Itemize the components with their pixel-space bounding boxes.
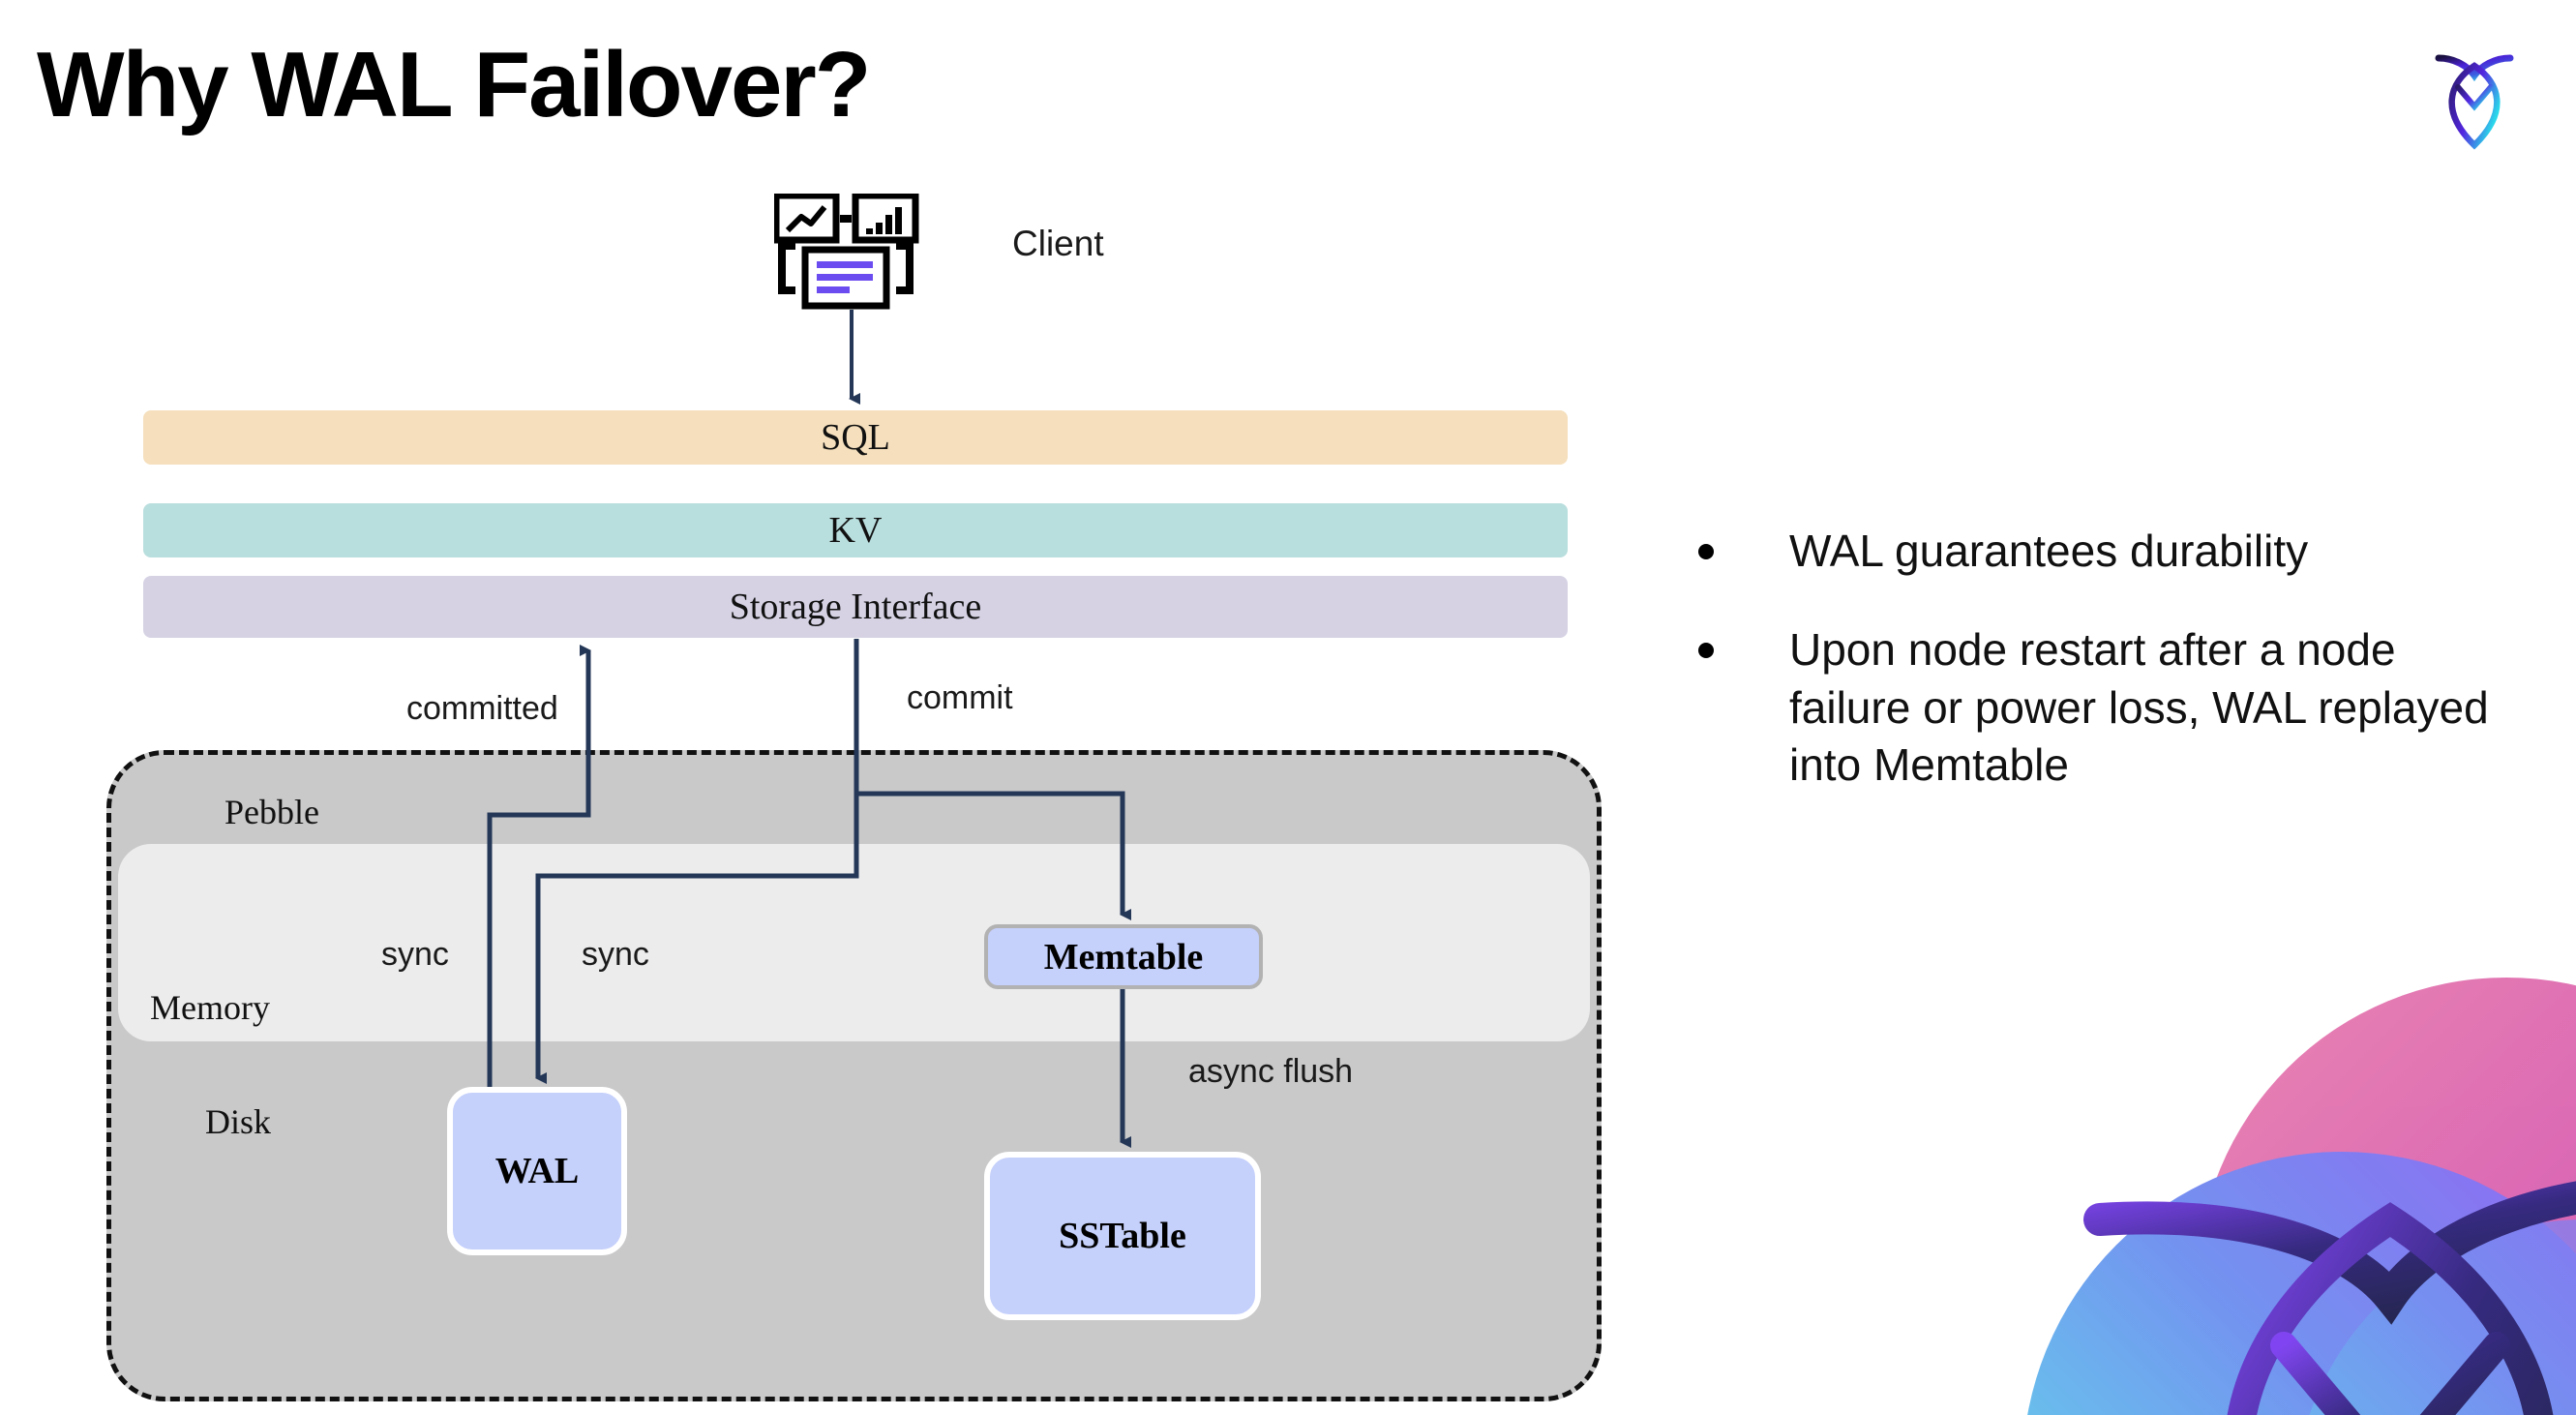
page-title: Why WAL Failover?: [37, 33, 871, 136]
layer-sql-label: SQL: [821, 417, 890, 458]
edge-label-sync-left: sync: [381, 936, 449, 973]
node-memtable[interactable]: Memtable: [984, 924, 1263, 989]
client-label: Client: [1012, 224, 1104, 263]
bullet-list: WAL guarantees durability Upon node rest…: [1698, 523, 2501, 835]
bullet-text: Upon node restart after a node failure o…: [1789, 623, 2489, 791]
bullet-text: WAL guarantees durability: [1789, 526, 2309, 576]
layer-storage-label: Storage Interface: [729, 587, 982, 627]
node-wal[interactable]: WAL: [447, 1087, 627, 1255]
edge-label-sync-right: sync: [582, 936, 649, 973]
client-dashboard-icon: [772, 192, 929, 310]
node-memtable-label: Memtable: [1043, 936, 1204, 978]
memory-region: [118, 844, 1590, 1041]
edge-label-committed: committed: [406, 690, 558, 727]
layer-kv-label: KV: [828, 510, 883, 551]
bullet-dot-icon: [1698, 544, 1714, 559]
pebble-label: Pebble: [225, 793, 319, 831]
bullet-dot-icon: [1698, 642, 1714, 658]
decorative-brand-mark: [1964, 929, 2576, 1415]
list-item: Upon node restart after a node failure o…: [1698, 621, 2501, 795]
edge-label-async-flush: async flush: [1188, 1053, 1354, 1090]
cockroachdb-logo: [2411, 37, 2537, 163]
layer-storage-interface[interactable]: Storage Interface: [143, 576, 1568, 638]
node-wal-label: WAL: [494, 1151, 580, 1191]
node-sstable[interactable]: SSTable: [984, 1152, 1261, 1320]
disk-label: Disk: [205, 1102, 272, 1141]
layer-sql[interactable]: SQL: [143, 410, 1568, 465]
memory-label: Memory: [150, 988, 270, 1027]
edge-label-commit: commit: [907, 679, 1013, 716]
layer-kv[interactable]: KV: [143, 503, 1568, 557]
list-item: WAL guarantees durability: [1698, 523, 2501, 581]
node-sstable-label: SSTable: [1059, 1216, 1186, 1256]
